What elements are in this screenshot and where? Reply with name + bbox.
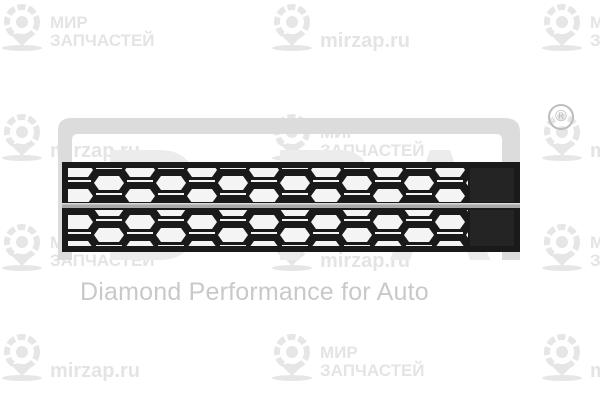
- map-pin-icon: [270, 2, 314, 52]
- watermark-site-text: mirzap.ru: [590, 140, 600, 162]
- watermark-site-text: mirzap.ru: [50, 360, 141, 382]
- mirzap-watermark: mirzap.ru: [0, 332, 140, 382]
- watermark-site-text: mirzap.ru: [320, 250, 411, 272]
- map-pin-icon: [540, 332, 584, 382]
- map-pin-icon: [0, 2, 44, 52]
- map-pin-icon: [540, 2, 584, 52]
- map-pin-icon: [0, 112, 44, 162]
- map-pin-icon: [270, 332, 314, 382]
- watermark-site-text: mirzap.ru: [320, 30, 411, 52]
- mirzap-watermark: mirzap.ru: [540, 332, 600, 382]
- registered-mark: ®: [548, 104, 574, 130]
- map-pin-icon: [540, 222, 584, 272]
- grille-product-image: [62, 162, 520, 252]
- brand-tagline: Diamond Performance for Auto: [80, 278, 429, 306]
- map-pin-icon: [0, 332, 44, 382]
- map-pin-icon: [0, 222, 44, 272]
- watermark-site-text: mirzap.ru: [590, 360, 600, 382]
- mirzap-watermark: mirzap.ru: [270, 2, 410, 52]
